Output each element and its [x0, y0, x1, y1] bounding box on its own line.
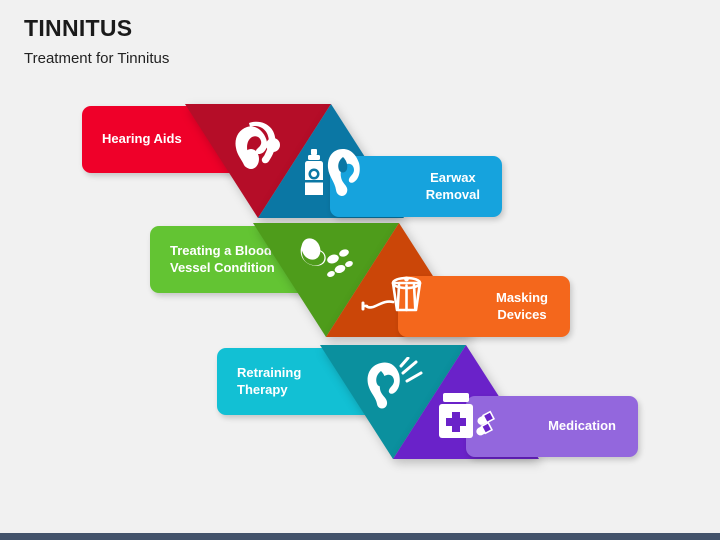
step-masking-devices-label: Masking Devices — [495, 290, 548, 322]
step-retraining-therapy-label: Retraining Therapy — [237, 365, 302, 397]
step-earwax-removal-label: Earwax Removal — [425, 170, 480, 202]
bottom-accent-bar — [0, 533, 720, 540]
step-medication-pill[interactable]: Medication — [466, 396, 638, 457]
step-medication-label: Medication — [548, 418, 616, 434]
step-blood-vessel-label: Treating a Blood Vessel Condition — [170, 243, 275, 275]
page-subtitle: Treatment for Tinnitus — [24, 50, 170, 68]
step-masking-devices-pill[interactable]: Masking Devices — [398, 276, 570, 337]
header: TINNITUS Treatment for Tinnitus — [24, 15, 170, 68]
step-hearing-aids-label: Hearing Aids — [102, 131, 182, 147]
page-title: TINNITUS — [24, 15, 133, 41]
step-earwax-removal-pill[interactable]: Earwax Removal — [330, 156, 502, 217]
step-blood-vessel-triangle[interactable] — [253, 223, 399, 337]
